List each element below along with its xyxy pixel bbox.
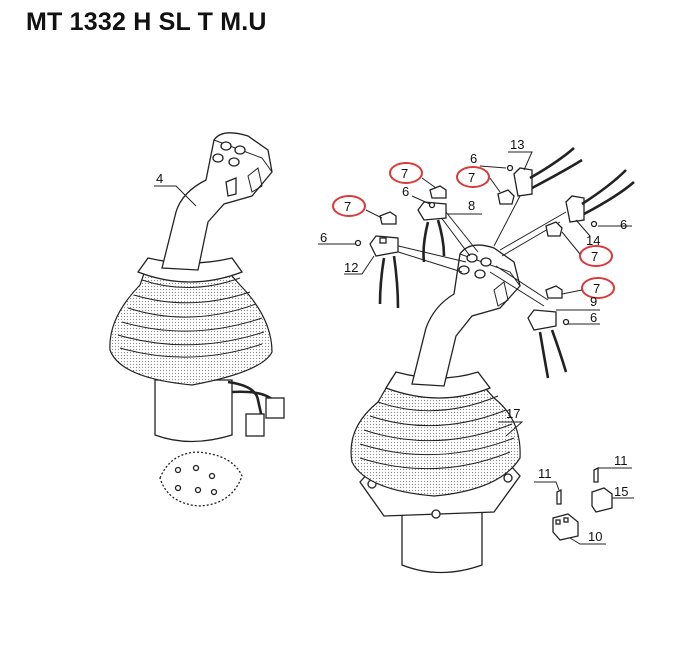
page-title: MT 1332 H SL T M.U <box>26 8 267 36</box>
callout-7: 7 <box>591 249 598 264</box>
callout-7: 7 <box>344 199 351 214</box>
callout-6: 6 <box>590 310 597 325</box>
callout-8: 8 <box>468 198 475 213</box>
connector-parts <box>552 466 613 541</box>
callout-9: 9 <box>590 294 597 309</box>
callout-15: 15 <box>614 484 628 499</box>
callout-4: 4 <box>156 171 163 186</box>
highlight-circle <box>456 166 490 188</box>
assembly-leader-lines <box>389 195 567 307</box>
callout-6: 6 <box>320 230 327 245</box>
callout-13: 13 <box>510 137 524 152</box>
callout-17: 17 <box>506 406 520 421</box>
part-callouts: 4 13 6 7 6 7 7 8 6 12 6 14 <box>154 137 634 545</box>
callout-7: 7 <box>401 166 408 181</box>
switch-components <box>354 147 635 379</box>
callout-14: 14 <box>586 233 600 248</box>
highlight-circle <box>389 162 423 184</box>
left-joystick-assembly <box>109 132 285 507</box>
highlight-circle <box>579 245 613 267</box>
right-joystick-assembly <box>350 244 521 574</box>
callout-6: 6 <box>620 217 627 232</box>
highlight-circle <box>581 277 615 299</box>
callout-6: 6 <box>470 151 477 166</box>
highlight-circle <box>332 195 366 217</box>
callout-10: 10 <box>588 529 602 544</box>
callout-7: 7 <box>593 281 600 296</box>
callout-11: 11 <box>538 466 552 481</box>
callout-6: 6 <box>402 184 409 199</box>
callout-12: 12 <box>344 260 358 275</box>
callout-11: 11 <box>614 453 628 468</box>
callout-7: 7 <box>468 170 475 185</box>
